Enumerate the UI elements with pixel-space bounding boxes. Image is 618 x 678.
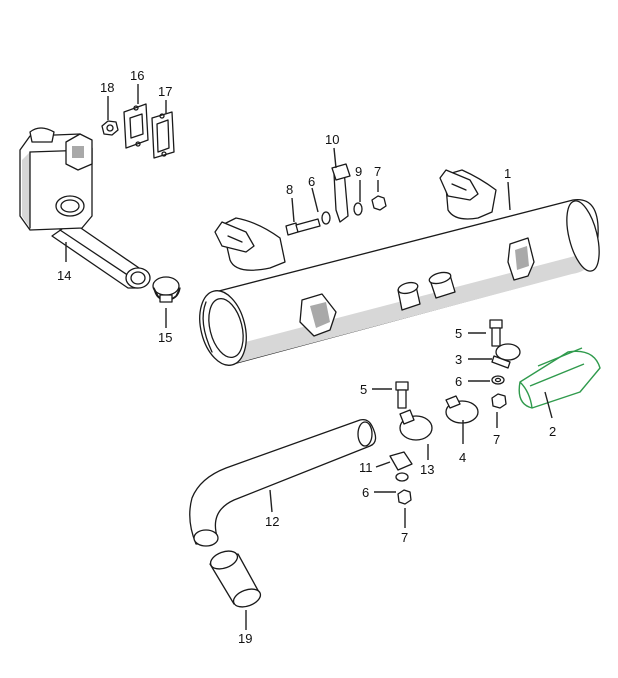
part-11-bracket (389, 451, 413, 471)
callout-7-right: 7 (493, 432, 500, 447)
part-13-clamp (399, 409, 433, 441)
part-2-heat-shield (518, 347, 601, 409)
part-19-pipe (209, 550, 262, 608)
part-14-tailpipe-assembly (19, 127, 151, 289)
part-7-nut-bottom (397, 489, 412, 505)
callout-3: 3 (455, 352, 462, 367)
callout-13: 13 (420, 462, 434, 477)
part-8-bolt (285, 218, 321, 236)
callout-6-right: 6 (455, 374, 462, 389)
callout-11: 11 (359, 460, 373, 475)
callout-19: 19 (238, 631, 252, 646)
part-5-bolt-right (489, 319, 503, 347)
callout-7-bottom: 7 (401, 530, 408, 545)
callout-9: 9 (355, 164, 362, 179)
callout-5-right: 5 (455, 326, 462, 341)
part-10-bracket (331, 163, 351, 223)
callout-2: 2 (549, 424, 556, 439)
part-3-clamp (491, 343, 521, 369)
callout-10: 10 (325, 132, 339, 147)
callout-15: 15 (158, 330, 172, 345)
part-17-gasket (151, 111, 175, 159)
part-5-bolt-left (395, 381, 409, 409)
callout-1: 1 (504, 166, 511, 181)
part-15-clamp (152, 276, 181, 303)
part-7-nut-right (491, 393, 507, 409)
callout-6-bottom: 6 (362, 485, 369, 500)
part-9-washer-top (353, 202, 363, 216)
leader-lines (65, 84, 553, 630)
callout-5-left: 5 (360, 382, 367, 397)
callout-12: 12 (265, 514, 279, 529)
callout-14: 14 (57, 268, 71, 283)
part-18-nut (101, 120, 119, 136)
part-16-gasket (123, 103, 149, 149)
callout-labels: 1 2 3 4 5 5 6 6 6 7 7 7 8 9 10 11 12 13 … (57, 68, 556, 646)
callout-17: 17 (158, 84, 172, 99)
callout-18: 18 (100, 80, 114, 95)
part-12-pipe (189, 418, 377, 547)
callout-16: 16 (130, 68, 144, 83)
part-6-washer-bottom (395, 472, 409, 482)
part-4-clamp (445, 395, 479, 424)
part-6-washer-right (491, 375, 505, 385)
part-7-nut-top (371, 195, 387, 211)
callout-6-top: 6 (308, 174, 315, 189)
part-1-muffler (199, 169, 600, 366)
callout-8: 8 (286, 182, 293, 197)
part-6-washer-top (321, 211, 331, 225)
callout-7-top: 7 (374, 164, 381, 179)
callout-4: 4 (459, 450, 466, 465)
